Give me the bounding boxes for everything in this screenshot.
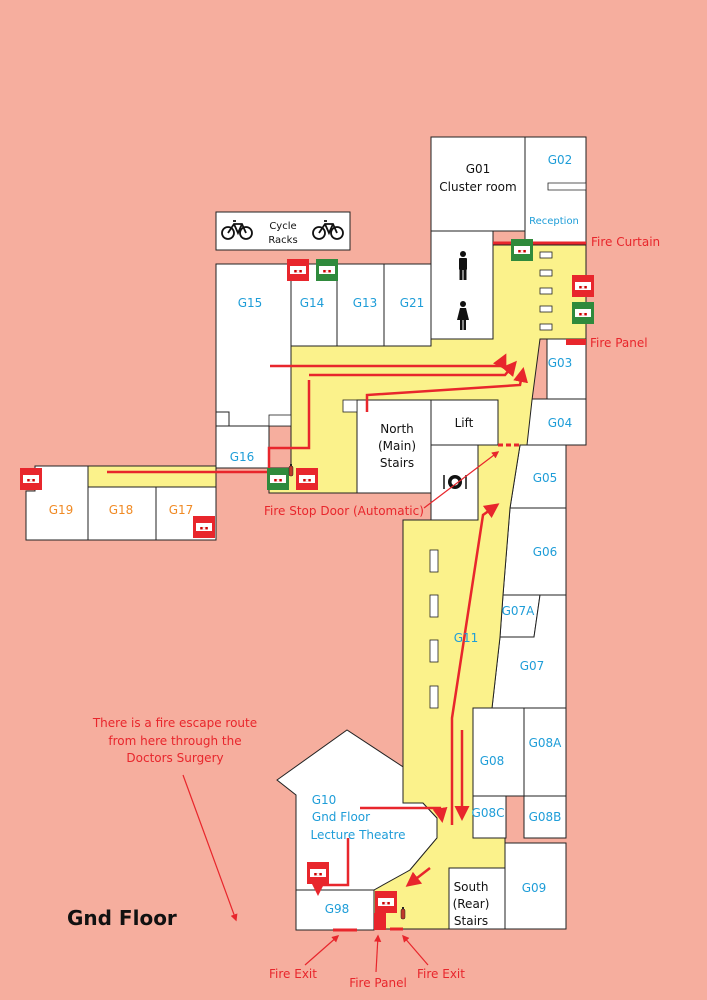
- cycle-racks-label-2: Racks: [268, 235, 297, 246]
- room-g08a: [523, 707, 567, 797]
- g10-label: G10: [312, 793, 337, 807]
- fire-alarm-call-point-icon: [296, 468, 318, 490]
- annotations: Fire Curtain Fire Panel Fire Stop Door (…: [92, 235, 660, 990]
- room-g16: [215, 425, 270, 469]
- room-g01: [430, 136, 526, 232]
- room-g08b: [523, 795, 567, 839]
- fire-exit-right-label: Fire Exit: [417, 967, 465, 981]
- reception-label: Reception: [529, 216, 579, 227]
- fire-alarm-call-point-icon: [287, 259, 309, 281]
- fire-panel-bottom-label: Fire Panel: [349, 976, 407, 990]
- fire-door-holder-icon: [511, 239, 533, 261]
- south-stairs-label-3: Stairs: [454, 914, 488, 928]
- g10-sublabel-2: Lecture Theatre: [310, 828, 405, 842]
- g11-label: G11: [454, 631, 479, 645]
- g06-label: G06: [533, 545, 558, 559]
- fire-panel-bottom: [374, 913, 386, 930]
- room-g21: [383, 263, 432, 347]
- g09-label: G09: [522, 881, 547, 895]
- small-closet: [215, 411, 230, 427]
- fire-curtain-label: Fire Curtain: [591, 235, 660, 249]
- rooms: [25, 136, 587, 931]
- north-stairs-label-2: (Main): [378, 439, 416, 453]
- room-g13: [336, 263, 385, 347]
- g17-label: G17: [169, 503, 194, 517]
- g04-label: G04: [548, 416, 573, 430]
- escape-routes: [107, 353, 529, 896]
- g98-label: G98: [325, 902, 350, 916]
- fire-extinguisher-icon: [400, 907, 406, 920]
- g21-label: G21: [400, 296, 425, 310]
- cycle-racks-label-1: Cycle: [269, 221, 296, 232]
- g01-label: G01: [466, 162, 491, 176]
- g08c-label: G08C: [472, 806, 505, 820]
- escape-note-line-3: Doctors Surgery: [126, 751, 223, 765]
- g08-label: G08: [480, 754, 505, 768]
- corridor-west: [87, 465, 217, 488]
- room-labels: G01 Cluster room G02 Reception G03 G04 G…: [49, 153, 579, 928]
- room-g15: [215, 263, 292, 427]
- g03-label: G03: [548, 356, 573, 370]
- fire-extinguisher-icon: [288, 464, 294, 477]
- male-toilet-icon: [459, 251, 467, 280]
- south-stairs-label-2: (Rear): [453, 897, 490, 911]
- g13-label: G13: [353, 296, 378, 310]
- g16-label: G16: [230, 450, 255, 464]
- g08a-label: G08A: [529, 736, 563, 750]
- g01-sublabel: Cluster room: [439, 180, 516, 194]
- g18-label: G18: [109, 503, 134, 517]
- north-stairs-label-3: Stairs: [380, 456, 414, 470]
- fire-door-holder-icon: [572, 302, 594, 324]
- fire-alarm-call-point-icon: [572, 275, 594, 297]
- female-toilet-icon: [457, 301, 469, 330]
- fire-exit-left-label: Fire Exit: [269, 967, 317, 981]
- bicycle-icon: [221, 220, 253, 240]
- south-stairs-label-1: South: [454, 880, 489, 894]
- g14-label: G14: [300, 296, 325, 310]
- fire-panel-top: [566, 339, 586, 345]
- fire-stop-door-label: Fire Stop Door (Automatic): [264, 504, 424, 518]
- floor-title: Gnd Floor: [67, 906, 177, 930]
- g10-sublabel-1: Gnd Floor: [312, 810, 370, 824]
- north-stairs-label-1: North: [380, 422, 414, 436]
- fire-alarm-call-point-icon: [193, 516, 215, 538]
- g19-label: G19: [49, 503, 74, 517]
- toilets: [430, 230, 494, 340]
- fire-door-holder-icon: [267, 468, 289, 490]
- room-g03: [546, 338, 587, 400]
- south-stairs: [448, 867, 506, 930]
- g08b-label: G08B: [529, 810, 562, 824]
- g02-label: G02: [548, 153, 573, 167]
- escape-note-line-1: There is a fire escape route: [92, 716, 257, 730]
- g15-label: G15: [238, 296, 263, 310]
- g05-label: G05: [533, 471, 558, 485]
- g07-label: G07: [520, 659, 545, 673]
- room-g02: [524, 136, 587, 246]
- fire-door-holder-icon: [316, 259, 338, 281]
- fire-panel-top-label: Fire Panel: [590, 336, 648, 350]
- fire-alarm-call-point-icon: [20, 468, 42, 490]
- bicycle-icon: [312, 220, 344, 240]
- g07a-label: G07A: [502, 604, 536, 618]
- lift-label: Lift: [455, 416, 474, 430]
- fire-alarm-call-point-icon: [375, 891, 397, 913]
- fire-alarm-call-point-icon: [307, 862, 329, 884]
- escape-note-line-2: from here through the: [108, 734, 241, 748]
- room-g08: [472, 707, 525, 797]
- room-g98: [295, 889, 375, 931]
